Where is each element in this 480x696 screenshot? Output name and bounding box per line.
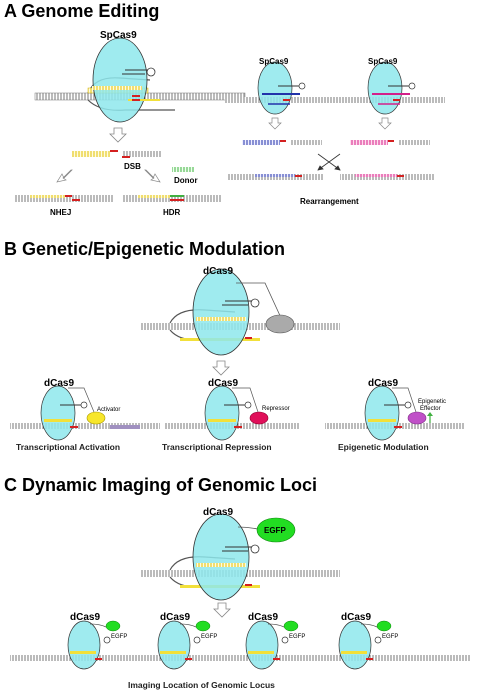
arrow-down-c1: [213, 602, 231, 618]
arrow-down-a1: [109, 127, 127, 143]
label-egfp-main: EGFP: [264, 526, 286, 535]
section-a-title: A Genome Editing: [4, 1, 159, 21]
imaging-complex-2: [157, 620, 211, 670]
caption-repression: Transcriptional Repression: [162, 442, 272, 452]
label-egfp-4: EGFP: [382, 634, 398, 640]
label-egfp-3: EGFP: [289, 634, 305, 640]
label-repressor: Repressor: [262, 406, 290, 412]
label-spcas9-blue: SpCas9: [259, 57, 289, 66]
imaging-complex-3: [245, 620, 299, 670]
spcas9-complex-blue: [225, 61, 335, 115]
label-dcas9-repression: dCas9: [208, 378, 238, 389]
spcas9-complex-main: [34, 37, 246, 123]
label-dcas9-activation: dCas9: [44, 378, 74, 389]
arrow-to-hdr: [144, 169, 161, 183]
label-dcas9-imaging-main: dCas9: [203, 507, 233, 518]
label-activator: Activator: [97, 407, 120, 413]
label-dcas9-imaging-4: dCas9: [341, 612, 371, 623]
imaging-complex-4: [338, 620, 392, 670]
activation-complex: [10, 385, 160, 441]
arrow-down-magenta: [378, 117, 392, 130]
caption-activation: Transcriptional Activation: [16, 442, 120, 452]
label-dcas9-main: dCas9: [203, 266, 233, 277]
label-egfp-1: EGFP: [111, 634, 127, 640]
crossing-arrows: [317, 153, 341, 171]
label-effector: Effector: [420, 406, 441, 412]
arrow-to-nhej: [56, 169, 73, 183]
label-dcas9-imaging-1: dCas9: [70, 612, 100, 623]
section-b-title: B Genetic/Epigenetic Modulation: [4, 239, 285, 259]
spcas9-complex-magenta: [335, 61, 445, 115]
rearranged-product-left: [228, 174, 323, 180]
label-rearrangement: Rearrangement: [300, 197, 359, 206]
label-dsb: DSB: [124, 162, 141, 171]
section-c-title: C Dynamic Imaging of Genomic Loci: [4, 475, 317, 495]
genomic-dna-long: [10, 655, 470, 661]
dcas9-complex-main: [140, 268, 340, 356]
donor-dna: [172, 167, 194, 172]
label-epigenetic: Epigenetic: [418, 399, 446, 405]
label-dcas9-imaging-2: dCas9: [160, 612, 190, 623]
label-egfp-2: EGFP: [201, 634, 217, 640]
imaging-complex-1: [67, 620, 121, 670]
label-spcas9-magenta: SpCas9: [368, 57, 398, 66]
caption-modulation: Epigenetic Modulation: [338, 442, 429, 452]
nhej-product: [15, 195, 113, 202]
dsb-fragments: [72, 150, 162, 158]
label-spcas9-main: SpCas9: [100, 30, 137, 41]
cut-fragments-magenta: [350, 140, 430, 145]
hdr-product: [123, 195, 221, 202]
caption-imaging: Imaging Location of Genomic Locus: [128, 680, 275, 690]
label-nhej: NHEJ: [50, 208, 71, 217]
dcas9-egfp-complex-main: [140, 513, 340, 601]
label-hdr: HDR: [163, 208, 181, 217]
label-donor: Donor: [174, 176, 198, 185]
cut-fragments-blue: [242, 140, 322, 145]
arrow-down-blue: [268, 117, 282, 130]
label-dcas9-imaging-3: dCas9: [248, 612, 278, 623]
label-dcas9-epigenetic: dCas9: [368, 378, 398, 389]
arrow-down-b1: [212, 360, 230, 376]
epigenetic-complex: [325, 385, 465, 441]
repression-complex: [165, 385, 300, 441]
rearranged-product-right: [340, 174, 435, 180]
